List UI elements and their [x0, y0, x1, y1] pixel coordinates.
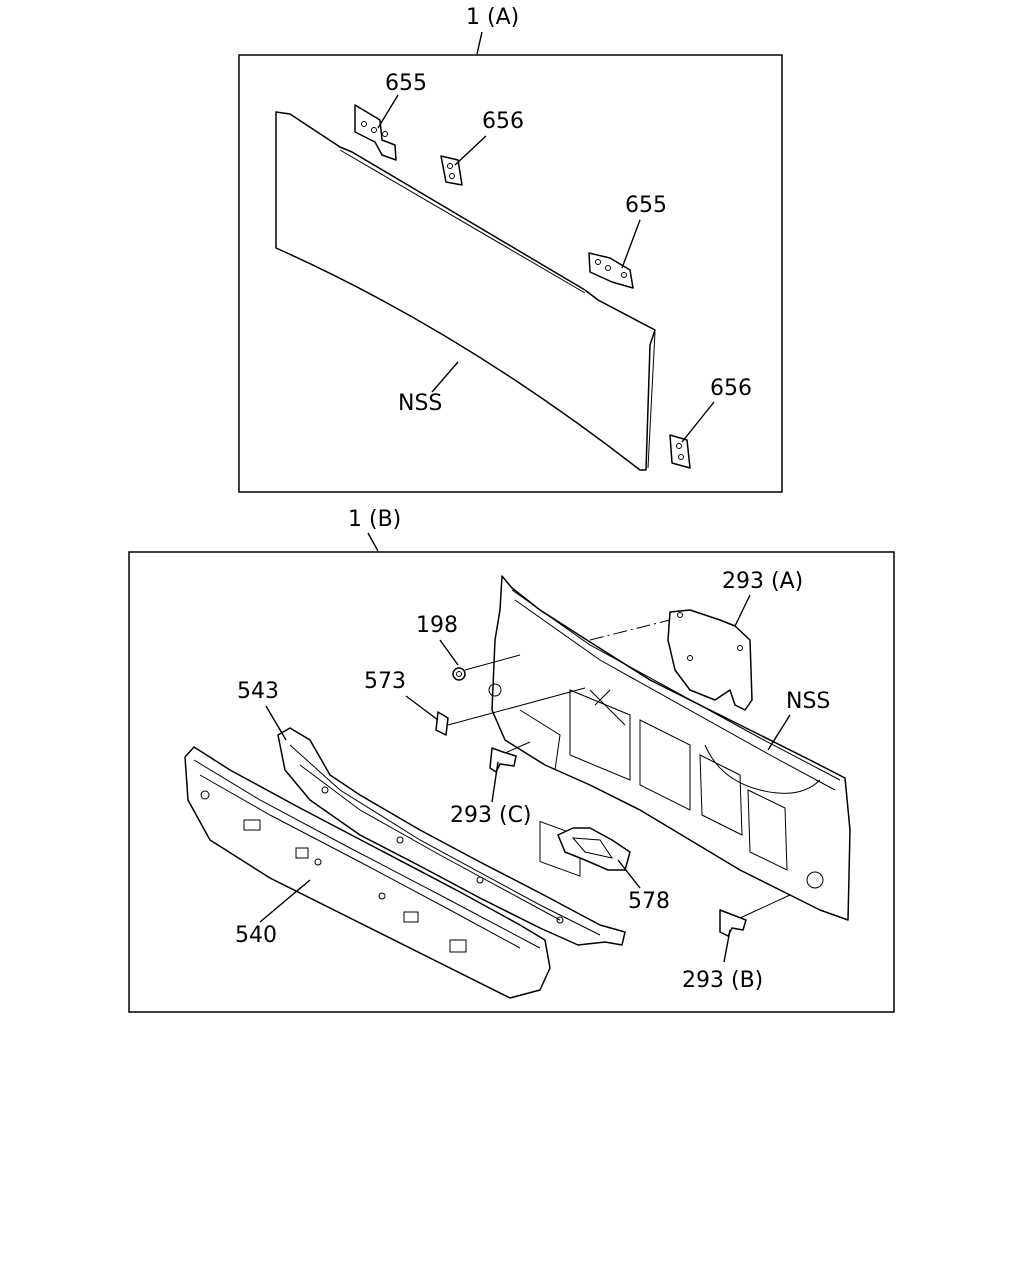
label-578: 578	[628, 889, 670, 914]
panel-a-frame	[238, 54, 783, 493]
leader-293b	[723, 929, 731, 963]
bracket-656-upper	[440, 155, 463, 186]
bracket-656-lower	[669, 434, 691, 469]
leader-198-line	[464, 654, 521, 671]
label-543: 543	[237, 679, 279, 704]
clip-573	[435, 711, 449, 736]
label-540: 540	[235, 923, 277, 948]
label-655-lower: 655	[625, 193, 667, 218]
label-573: 573	[364, 669, 406, 694]
label-nss-panel-b: NSS	[786, 689, 830, 714]
leader-293b-line	[739, 894, 791, 919]
leader-293c-line	[504, 741, 531, 754]
leader-nss-panel-b	[767, 714, 791, 751]
label-293b: 293 (B)	[682, 968, 763, 993]
leader-293a-dashdot	[589, 619, 671, 641]
nut-198	[452, 667, 466, 681]
panel-b-title: 1 (B)	[348, 507, 401, 532]
leader-543	[265, 705, 287, 741]
duct-578	[557, 827, 631, 871]
panel-b: 1 (B) 293 (A)	[128, 507, 895, 1013]
leader-nss-panel-a	[431, 361, 459, 393]
label-655-upper: 655	[385, 71, 427, 96]
panel-a-title: 1 (A)	[466, 5, 519, 30]
label-656-upper: 656	[482, 109, 524, 134]
leader-540	[259, 879, 311, 923]
panel-b-frame	[128, 551, 895, 1013]
panel-a: 1 (A) 655 656	[238, 5, 783, 493]
rail-543	[277, 727, 626, 946]
label-656-lower: 656	[710, 376, 752, 401]
label-293c: 293 (C)	[450, 803, 532, 828]
leader-578	[617, 859, 641, 889]
leader-655-lower	[621, 219, 641, 269]
panel-a-title-leader	[476, 31, 483, 55]
bracket-655-lower	[588, 252, 634, 289]
leader-198	[439, 639, 459, 666]
leader-293a	[734, 594, 751, 627]
bracket-293c	[489, 747, 517, 773]
label-198: 198	[416, 613, 458, 638]
panel-b-title-leader	[367, 532, 379, 552]
bracket-655-upper	[354, 104, 397, 161]
bracket-293a	[667, 609, 753, 711]
beam-540	[184, 746, 551, 999]
panel-a-sheet	[275, 111, 656, 471]
label-293a: 293 (A)	[722, 569, 803, 594]
leader-655-upper	[377, 94, 399, 129]
bracket-293b	[719, 909, 747, 937]
leader-293c	[491, 761, 499, 803]
dash-panel	[488, 575, 851, 921]
leader-573	[405, 695, 439, 721]
leader-656-upper	[454, 135, 487, 166]
leader-573-line	[447, 687, 586, 726]
label-nss-panel-a: NSS	[398, 391, 442, 416]
leader-656-lower	[681, 401, 715, 443]
